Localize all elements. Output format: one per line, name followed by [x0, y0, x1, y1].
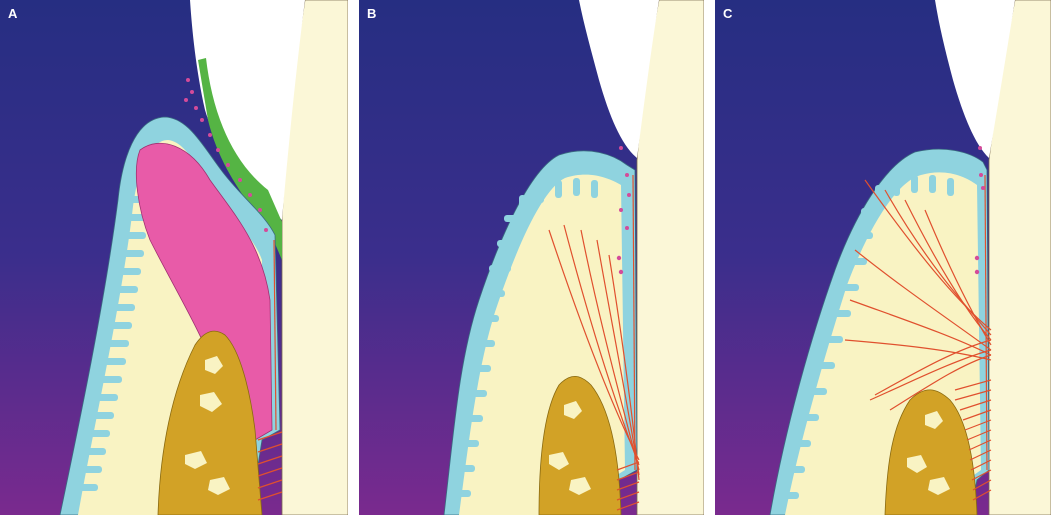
- panel-label-c: C: [723, 6, 732, 21]
- panel-a: A: [0, 0, 348, 515]
- panel-b: B: [359, 0, 704, 515]
- panel-b-illustration: [359, 0, 704, 515]
- panel-c: C: [715, 0, 1051, 515]
- panel-c-illustration: [715, 0, 1051, 515]
- panel-label-a: A: [8, 6, 17, 21]
- panel-label-b: B: [367, 6, 376, 21]
- panel-a-illustration: [0, 0, 348, 515]
